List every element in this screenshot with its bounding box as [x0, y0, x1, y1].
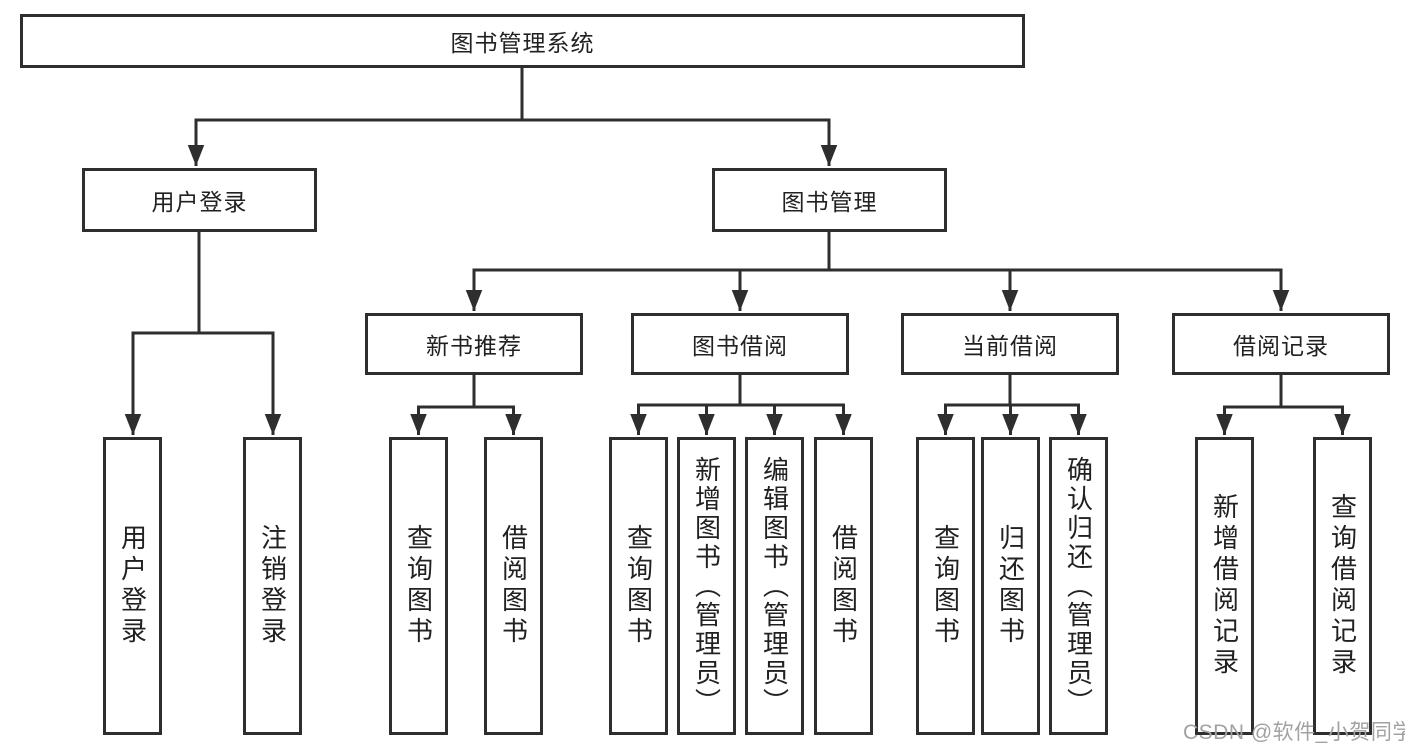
node-leaf-edit-book-admin: 编辑图书（管理员） — [745, 437, 804, 735]
node-label: 借阅记录 — [1233, 333, 1329, 359]
node-leaf-borrow-books: 借阅图书 — [484, 437, 543, 735]
node-label: 新增图书（管理员） — [691, 455, 722, 717]
node-leaf-confirm-return-admin: 确认归还（管理员） — [1049, 437, 1108, 735]
node-label: 当前借阅 — [962, 333, 1058, 359]
edge-new-book-recommend-to-leaves — [410, 375, 522, 435]
node-label: 查询图书 — [930, 524, 961, 648]
node-leaf-add-borrow-record: 新增借阅记录 — [1195, 437, 1254, 735]
node-leaf-query-books: 查询图书 — [609, 437, 668, 735]
edge-user-login-to-leaves — [124, 232, 282, 435]
node-leaf-query-borrow-record: 查询借阅记录 — [1313, 437, 1372, 735]
node-label: 新书推荐 — [426, 333, 522, 359]
node-label: 确认归还（管理员） — [1063, 455, 1094, 717]
node-label: 新增借阅记录 — [1209, 493, 1240, 679]
node-current-borrow: 当前借阅 — [901, 313, 1119, 375]
node-leaf-query-books: 查询图书 — [916, 437, 975, 735]
node-leaf-query-books: 查询图书 — [389, 437, 448, 735]
node-leaf-borrow-books: 借阅图书 — [814, 437, 873, 735]
node-label: 查询图书 — [403, 524, 434, 648]
edge-book-borrow-to-leaves — [630, 375, 852, 435]
node-label: 查询借阅记录 — [1327, 493, 1358, 679]
node-label: 归还图书 — [995, 524, 1026, 648]
edge-book-management-to-level3 — [465, 232, 1290, 311]
node-leaf-return-books: 归还图书 — [981, 437, 1040, 735]
node-label: 借阅图书 — [498, 524, 529, 648]
node-label: 借阅图书 — [828, 524, 859, 648]
node-library-management-system: 图书管理系统 — [20, 14, 1025, 68]
node-leaf-add-book-admin: 新增图书（管理员） — [677, 437, 736, 735]
node-label: 用户登录 — [117, 524, 148, 648]
edge-current-borrow-to-leaves — [937, 375, 1087, 435]
node-book-management: 图书管理 — [712, 168, 947, 232]
node-label: 图书借阅 — [692, 333, 788, 359]
node-label: 注销登录 — [257, 524, 288, 648]
node-leaf-logout: 注销登录 — [243, 437, 302, 735]
node-user-login: 用户登录 — [82, 168, 317, 232]
node-label: 编辑图书（管理员） — [759, 455, 790, 717]
node-label: 图书管理 — [781, 189, 878, 215]
edge-root-to-level2 — [187, 68, 838, 166]
node-label: 查询图书 — [623, 524, 654, 648]
edge-borrow-records-to-leaves — [1216, 375, 1351, 435]
node-new-book-recommend: 新书推荐 — [365, 313, 583, 375]
node-book-borrow: 图书借阅 — [631, 313, 849, 375]
csdn-watermark: CSDN @软件_小贺同学 — [1183, 721, 1405, 744]
node-label: 用户登录 — [151, 189, 248, 215]
node-borrow-records: 借阅记录 — [1172, 313, 1390, 375]
node-leaf-user-login: 用户登录 — [103, 437, 162, 735]
node-label: 图书管理系统 — [450, 30, 595, 56]
